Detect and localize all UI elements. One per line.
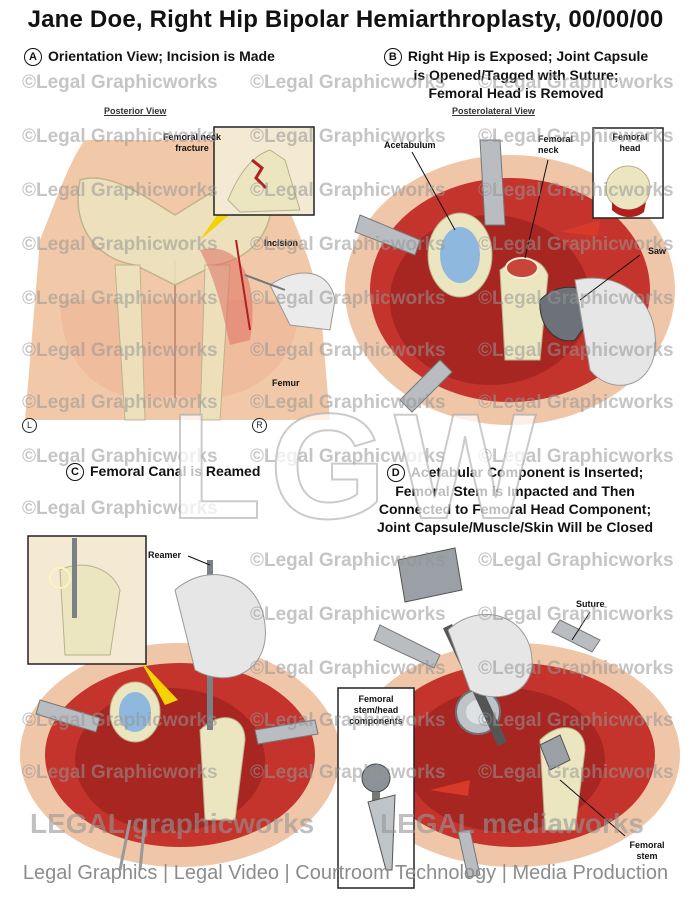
stem-neck — [372, 792, 380, 802]
panel-c-title: Femoral Canal is Reamed — [90, 463, 261, 479]
callout-femoral-neck: Femoral neck — [538, 134, 574, 155]
panel-b-title-line-3: Femoral Head is Removed — [428, 85, 604, 101]
callout-saw: Saw — [648, 246, 667, 256]
panel-b-view-label: Posterolateral View — [452, 106, 535, 116]
retractor-top — [479, 139, 506, 226]
leader-reamer — [187, 555, 211, 566]
panel-a-heading: A Orientation View; Incision is Made — [24, 47, 275, 66]
scalpel-hand — [269, 272, 336, 331]
reamer-callout-pointer — [140, 660, 178, 705]
retractor-bottom-1 — [118, 819, 132, 871]
leader-saw — [579, 254, 641, 301]
assembly-arrow — [430, 780, 470, 796]
mallet-head — [397, 547, 463, 603]
callout-femoral-neck-fracture: Femoral neck fracture — [162, 132, 222, 153]
femoral-stem — [539, 734, 571, 771]
panel-d-letter: D — [386, 464, 405, 482]
panel-b-letter: B — [383, 48, 402, 66]
brand-mediaworks: LEGAL mediaworks — [380, 808, 645, 839]
panel-d-title-line-3: Connected to Femoral Head Component; — [378, 501, 652, 517]
femoral-neck-cut — [505, 257, 539, 279]
callout-stem-head-components: Femoral stem/head components — [349, 694, 403, 726]
inset-fracture-line — [251, 158, 268, 190]
leader-acetabulum — [411, 151, 456, 231]
right-side-marker: R — [252, 418, 267, 433]
incision-line — [235, 239, 251, 331]
leader-stem — [559, 779, 626, 837]
panel-d-heading: D Acetabular Component is Inserted; Femor… — [360, 463, 670, 536]
panel-b-title-line-1: Right Hip is Exposed; Joint Capsule — [407, 48, 649, 64]
panel-d-title-line-1: Acetabular Component is Inserted; — [410, 464, 644, 480]
retractor-left — [35, 699, 101, 733]
panel-d-title-line-2: Femoral Stem is Impacted and Then — [395, 483, 635, 499]
inset-femur — [227, 149, 301, 213]
head-removal-arrow — [560, 220, 600, 236]
panel-d-title-line-4: Joint Capsule/Muscle/Skin Will be Closed — [376, 519, 654, 535]
fracture-callout-pointer — [200, 208, 235, 240]
callout-acetabulum: Acetabulum — [384, 140, 436, 150]
panel-c-heading: C Femoral Canal is Reamed — [66, 462, 260, 481]
acetabulum-cartilage — [119, 692, 151, 732]
bipolar-head — [361, 763, 391, 793]
stem-implant — [367, 794, 396, 871]
femoral-head-cut — [612, 202, 646, 218]
left-side-marker: L — [22, 418, 37, 433]
footer-tagline: Legal Graphics | Legal Video | Courtroom… — [22, 862, 669, 884]
incision-zone — [200, 248, 253, 345]
acetabulum-cartilage — [440, 227, 480, 283]
panel-c-letter: C — [66, 463, 84, 481]
panel-a-letter: A — [24, 48, 42, 66]
brand-graphicworks: LEGAL graphicworks — [30, 808, 315, 839]
retractor-bottom-left — [399, 359, 453, 413]
inset-reamer — [72, 538, 77, 618]
retractor-top — [551, 619, 601, 653]
callout-reamer: Reamer — [148, 550, 182, 560]
inset-suture — [49, 567, 71, 589]
saw-hand — [574, 277, 656, 386]
retractor-bottom — [457, 829, 481, 878]
callout-femur: Femur — [272, 378, 300, 388]
callout-incision: Incision — [264, 238, 299, 248]
left-femur — [114, 264, 146, 421]
retractor-left — [373, 624, 441, 669]
panel-b-title-line-2: is Opened/Tagged with Suture; — [413, 67, 619, 83]
reamer-hand — [174, 574, 266, 679]
panel-a-title: Orientation View; Incision is Made — [48, 48, 275, 64]
leader-suture — [571, 611, 591, 641]
callout-femoral-head: Femoral head — [612, 132, 648, 153]
panel-b-heading: B Right Hip is Exposed; Joint Capsule is … — [366, 47, 666, 102]
retractor-bottom-2 — [138, 819, 147, 871]
page-title: Jane Doe, Right Hip Bipolar Hemiarthropl… — [27, 6, 664, 33]
callout-femoral-stem: Femoral stem — [629, 840, 665, 861]
retractor-right — [254, 719, 319, 745]
scalpel — [244, 274, 286, 291]
retractor-left — [354, 214, 421, 256]
leader-neck — [524, 159, 549, 259]
impactor-hand — [447, 613, 533, 698]
callout-suture: Suture — [576, 599, 605, 609]
panel-a-view-label: Posterior View — [104, 106, 167, 116]
